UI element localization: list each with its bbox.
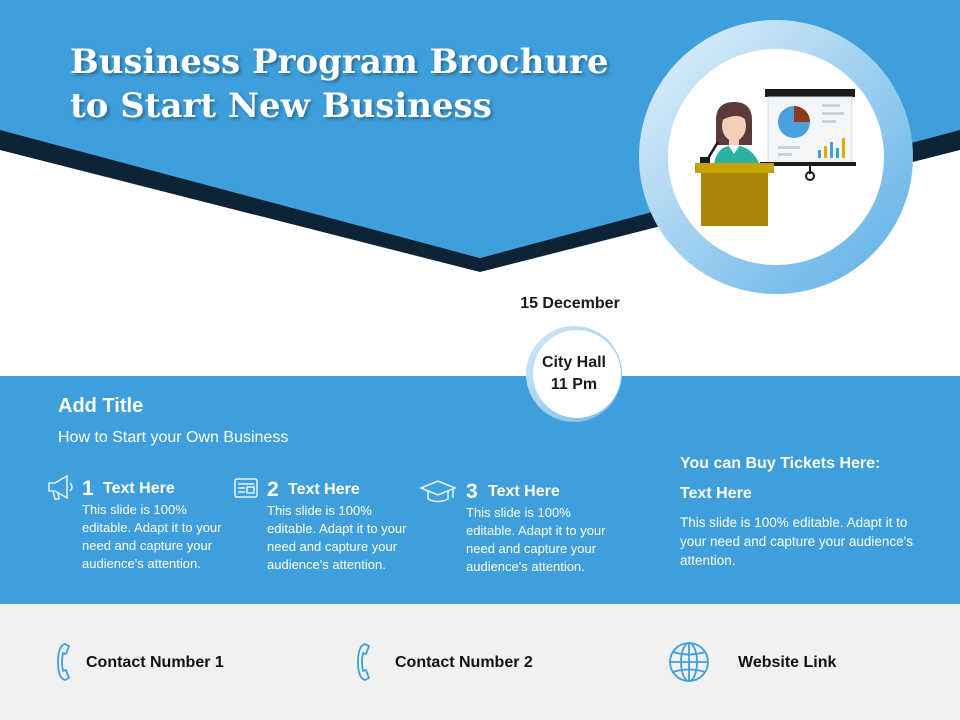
contact-number-2[interactable]: Contact Number 2	[395, 654, 533, 671]
globe-icon	[669, 642, 709, 682]
tickets-body: This slide is 100% editable. Adapt it to…	[680, 515, 913, 568]
tickets-subtitle: Text Here	[680, 485, 752, 502]
event-date: 15 December	[520, 295, 620, 312]
page-title: Business Program Brochure to Start New B…	[70, 40, 650, 128]
contact-number-1[interactable]: Contact Number 1	[86, 654, 224, 671]
step-3-number: 3	[466, 480, 478, 503]
step-1-body: This slide is 100% editable. Adapt it to…	[82, 502, 222, 571]
step-1-number: 1	[82, 477, 94, 500]
graduation-cap-icon	[419, 480, 457, 503]
step-2-number: 2	[267, 478, 279, 501]
venue-circle	[533, 330, 621, 418]
presenter-illustration-icon	[695, 89, 856, 226]
event-venue: City Hall	[541, 354, 606, 371]
event-venue-time: City Hall 11 Pm	[528, 352, 620, 396]
title-line-1: Business Program Brochure	[70, 42, 609, 82]
phone-icon	[357, 643, 370, 681]
step-2-body: This slide is 100% editable. Adapt it to…	[267, 503, 407, 572]
step-2-heading: Text Here	[288, 481, 360, 498]
phone-icon	[57, 643, 70, 681]
title-line-2: to Start New Business	[70, 86, 492, 126]
newspaper-icon	[234, 478, 258, 498]
info-section-bg	[0, 376, 960, 604]
footer-bg	[0, 604, 960, 720]
website-link[interactable]: Website Link	[738, 654, 837, 671]
megaphone-icon	[48, 475, 73, 500]
section-title: Add Title	[58, 395, 144, 417]
step-1-heading: Text Here	[103, 480, 175, 497]
step-3-body: This slide is 100% editable. Adapt it to…	[466, 505, 606, 574]
section-subtitle: How to Start your Own Business	[58, 429, 289, 446]
event-time: 11 Pm	[550, 376, 598, 393]
tickets-title: You can Buy Tickets Here:	[680, 455, 881, 472]
step-3-heading: Text Here	[488, 483, 560, 500]
